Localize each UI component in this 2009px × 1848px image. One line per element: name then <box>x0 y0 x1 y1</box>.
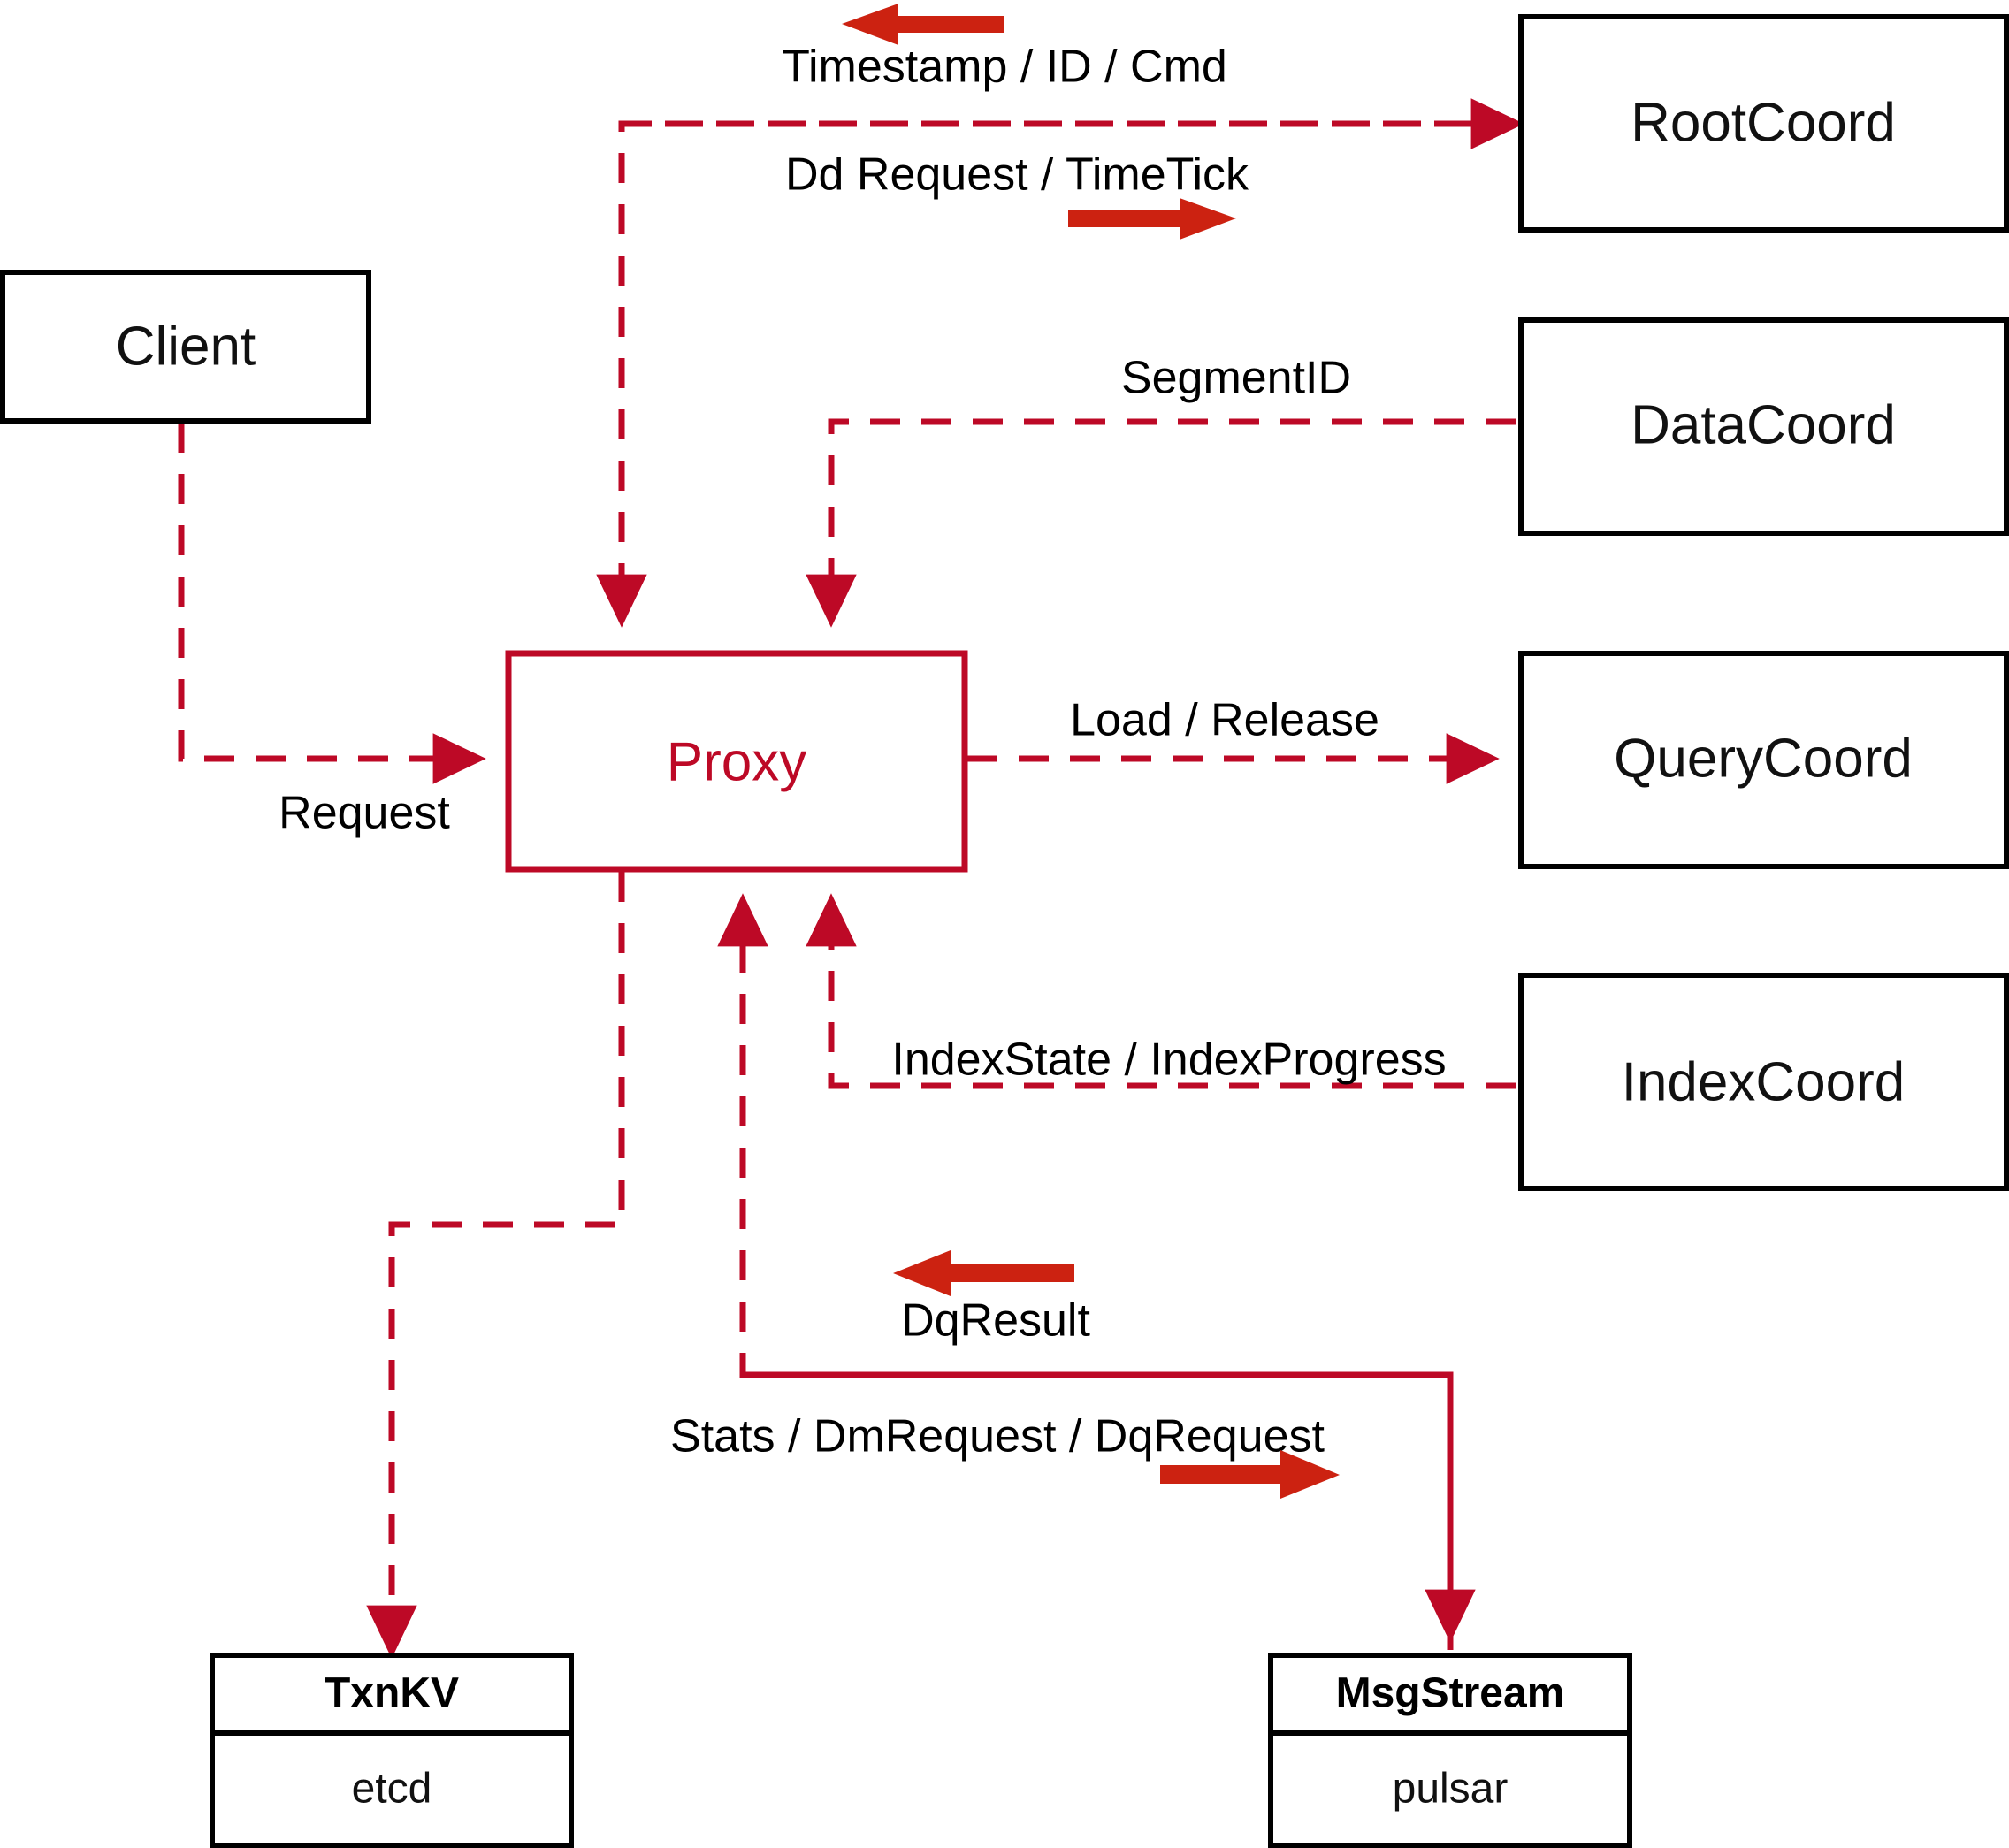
node-proxy-label: Proxy <box>667 731 806 792</box>
edge-label-dq-result: DqResult <box>901 1295 1090 1347</box>
dq-result-direction-arrow-icon <box>893 1250 1074 1296</box>
node-client-label: Client <box>116 316 256 377</box>
node-rootcoord-label: RootCoord <box>1631 92 1896 153</box>
edge-label-request: Request <box>279 788 450 839</box>
node-txnkv-impl-label: etcd <box>352 1766 432 1813</box>
edge-indexcoord-to-proxy <box>806 893 1516 1089</box>
edge-label-segment-id: SegmentID <box>1121 353 1351 404</box>
edge-proxy-to-msgstream <box>743 1371 1476 1643</box>
edge-datacoord-to-proxy <box>806 418 1516 628</box>
node-msgstream-impl-label: pulsar <box>1393 1766 1509 1813</box>
dd-request-timetick-direction-arrow-icon <box>1068 198 1236 240</box>
edge-client-to-proxy <box>178 423 486 784</box>
node-proxy[interactable]: Proxy <box>505 650 968 873</box>
edge-proxy-msgstream <box>717 893 1454 1650</box>
node-txnkv[interactable]: TxnKV etcd <box>210 1653 574 1848</box>
node-client[interactable]: Client <box>0 270 371 424</box>
edge-proxy-to-txnkv <box>366 872 625 1659</box>
stats-dm-dq-request-direction-arrow-icon <box>1160 1450 1340 1499</box>
edge-label-dd-request-timetick: Dd Request / TimeTick <box>785 149 1249 201</box>
node-indexcoord-label: IndexCoord <box>1622 1051 1906 1112</box>
node-datacoord-label: DataCoord <box>1631 394 1896 455</box>
edge-label-index-state-progress: IndexState / IndexProgress <box>891 1035 1446 1086</box>
node-msgstream-label: MsgStream <box>1336 1670 1565 1717</box>
node-querycoord-label: QueryCoord <box>1614 728 1913 789</box>
node-indexcoord[interactable]: IndexCoord <box>1518 973 2009 1191</box>
node-querycoord[interactable]: QueryCoord <box>1518 651 2009 869</box>
node-txnkv-label: TxnKV <box>325 1670 459 1717</box>
edge-label-load-release: Load / Release <box>1070 695 1379 746</box>
edge-label-timestamp-id-cmd: Timestamp / ID / Cmd <box>782 42 1227 93</box>
node-rootcoord[interactable]: RootCoord <box>1518 14 2009 233</box>
node-datacoord[interactable]: DataCoord <box>1518 317 2009 536</box>
timestamp-id-cmd-direction-arrow-icon <box>842 4 1004 45</box>
edge-label-stats-dm-dq-request: Stats / DmRequest / DqRequest <box>670 1411 1325 1462</box>
node-msgstream[interactable]: MsgStream pulsar <box>1268 1653 1632 1848</box>
